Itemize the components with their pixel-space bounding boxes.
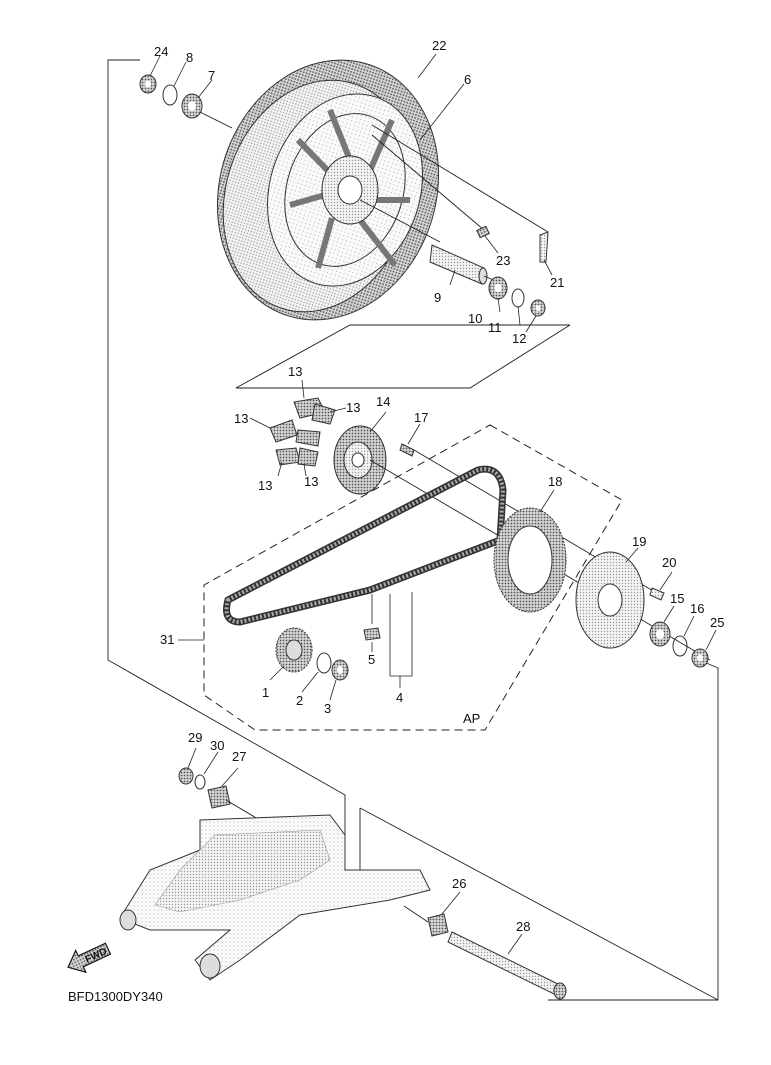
callout-4: 4	[396, 690, 403, 705]
valve-21	[539, 231, 549, 263]
washer-30	[194, 774, 206, 790]
callout-22: 22	[432, 38, 446, 53]
collar-24	[139, 74, 157, 94]
callout-20: 20	[662, 555, 676, 570]
rear-wheel-rim	[267, 93, 423, 287]
callout-13-right: 13	[346, 400, 360, 415]
callout-28: 28	[516, 919, 530, 934]
balance-weight-23	[476, 225, 490, 239]
callout-17: 17	[414, 410, 428, 425]
hub-damper-13	[269, 397, 336, 467]
collar-25	[691, 648, 709, 668]
callout-21: 21	[550, 275, 564, 290]
callout-24: 24	[154, 44, 168, 59]
nut-29	[178, 767, 194, 785]
adjusting-plate-26	[427, 913, 449, 937]
callout-14: 14	[376, 394, 390, 409]
sprocket-hub-19	[575, 551, 645, 649]
swingarm	[119, 814, 431, 981]
stud-bolt-17	[399, 443, 415, 457]
bolt-20	[649, 587, 665, 601]
callout-11: 11	[488, 320, 502, 335]
callout-3: 3	[324, 701, 331, 716]
callout-8: 8	[186, 50, 193, 65]
bracket-hub	[235, 324, 571, 389]
callout-2: 2	[296, 693, 303, 708]
axle-28	[447, 931, 567, 1000]
callout-29: 29	[188, 730, 202, 745]
callout-30: 30	[210, 738, 224, 753]
callout-13-bottom-left: 13	[258, 478, 272, 493]
callout-18: 18	[548, 474, 562, 489]
oil-seal-8	[162, 84, 178, 106]
oil-seal-11	[511, 288, 525, 308]
callout-9: 9	[434, 290, 441, 305]
callout-10: 10	[468, 311, 482, 326]
oil-seal-16	[672, 635, 688, 657]
bearing-7	[181, 93, 203, 119]
callout-31: 31	[160, 632, 174, 647]
reference-line-swingarm	[359, 807, 719, 1001]
nut-3	[331, 659, 349, 681]
callout-6: 6	[464, 72, 471, 87]
callout-19: 19	[632, 534, 646, 549]
callout-26: 26	[452, 876, 466, 891]
callout-5: 5	[368, 652, 375, 667]
callout-13-left: 13	[234, 411, 248, 426]
callout-13-bottom-right: 13	[304, 474, 318, 489]
callout-12: 12	[512, 331, 526, 346]
bearing-15	[649, 621, 671, 647]
callout-16: 16	[690, 601, 704, 616]
callout-27: 27	[232, 749, 246, 764]
callout-25: 25	[710, 615, 724, 630]
leader-lines	[149, 53, 717, 955]
spacer-9	[429, 244, 488, 285]
lock-washer-2	[316, 652, 332, 674]
reference-line-right	[548, 661, 719, 1001]
assembly-tag-ap: AP	[463, 711, 480, 726]
diagram-code: BFD1300DY340	[68, 989, 163, 1004]
forward-arrow-icon: FWD	[67, 942, 112, 974]
assembly-ap-outline	[203, 424, 623, 731]
callout-15: 15	[670, 591, 684, 606]
drive-sprocket-1	[275, 627, 313, 673]
rear-sprocket-18	[493, 507, 567, 613]
callout-23: 23	[496, 253, 510, 268]
callout-7: 7	[208, 68, 215, 83]
fwd-label: FWD	[84, 946, 109, 966]
chain-joint-5	[363, 627, 381, 641]
clutch-hub-14	[333, 425, 387, 495]
callout-13-top: 13	[288, 364, 302, 379]
adjusting-plate-27	[207, 785, 231, 809]
collar-12	[530, 299, 546, 317]
callout-1: 1	[262, 685, 269, 700]
bearing-10	[488, 276, 508, 300]
